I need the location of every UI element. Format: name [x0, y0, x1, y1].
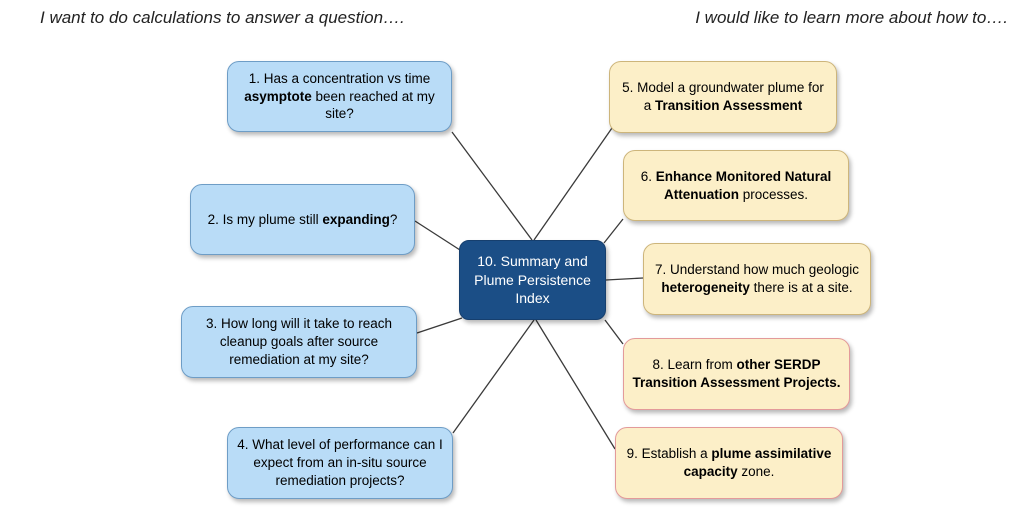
topic-node-8[interactable]: 8. Learn from other SERDP Transition Ass…	[623, 338, 850, 410]
center-line-3: Index	[515, 290, 550, 307]
connector-t6	[603, 218, 624, 244]
connector-q3	[416, 317, 463, 334]
topic-node-9[interactable]: 9. Establish a plume assimilative capaci…	[615, 427, 843, 499]
connector-q2	[414, 220, 461, 251]
connector-q4	[452, 319, 535, 434]
connector-t5	[533, 127, 613, 241]
center-line-1: 10. Summary and	[477, 252, 588, 269]
question-node-3[interactable]: 3. How long will it take to reach cleanu…	[181, 306, 417, 378]
connector-t8	[604, 319, 624, 345]
connector-t9	[535, 319, 616, 450]
question-node-2[interactable]: 2. Is my plume still expanding?	[190, 184, 415, 255]
question-node-1[interactable]: 1. Has a concentration vs time asymptote…	[227, 61, 452, 132]
center-node-summary[interactable]: 10. Summary and Plume Persistence Index	[459, 240, 606, 320]
center-line-2: Plume Persistence	[474, 271, 591, 288]
left-heading: I want to do calculations to answer a qu…	[40, 8, 405, 27]
connector-q1	[451, 131, 533, 241]
right-heading: I would like to learn more about how to……	[695, 8, 1008, 27]
topic-node-6[interactable]: 6. Enhance Monitored Natural Attenuation…	[623, 150, 849, 221]
topic-node-7[interactable]: 7. Understand how much geologic heteroge…	[643, 243, 871, 315]
connector-t7	[605, 277, 644, 281]
question-node-4[interactable]: 4. What level of performance can I expec…	[227, 427, 453, 499]
topic-node-5[interactable]: 5. Model a groundwater plume for a Trans…	[609, 61, 837, 133]
